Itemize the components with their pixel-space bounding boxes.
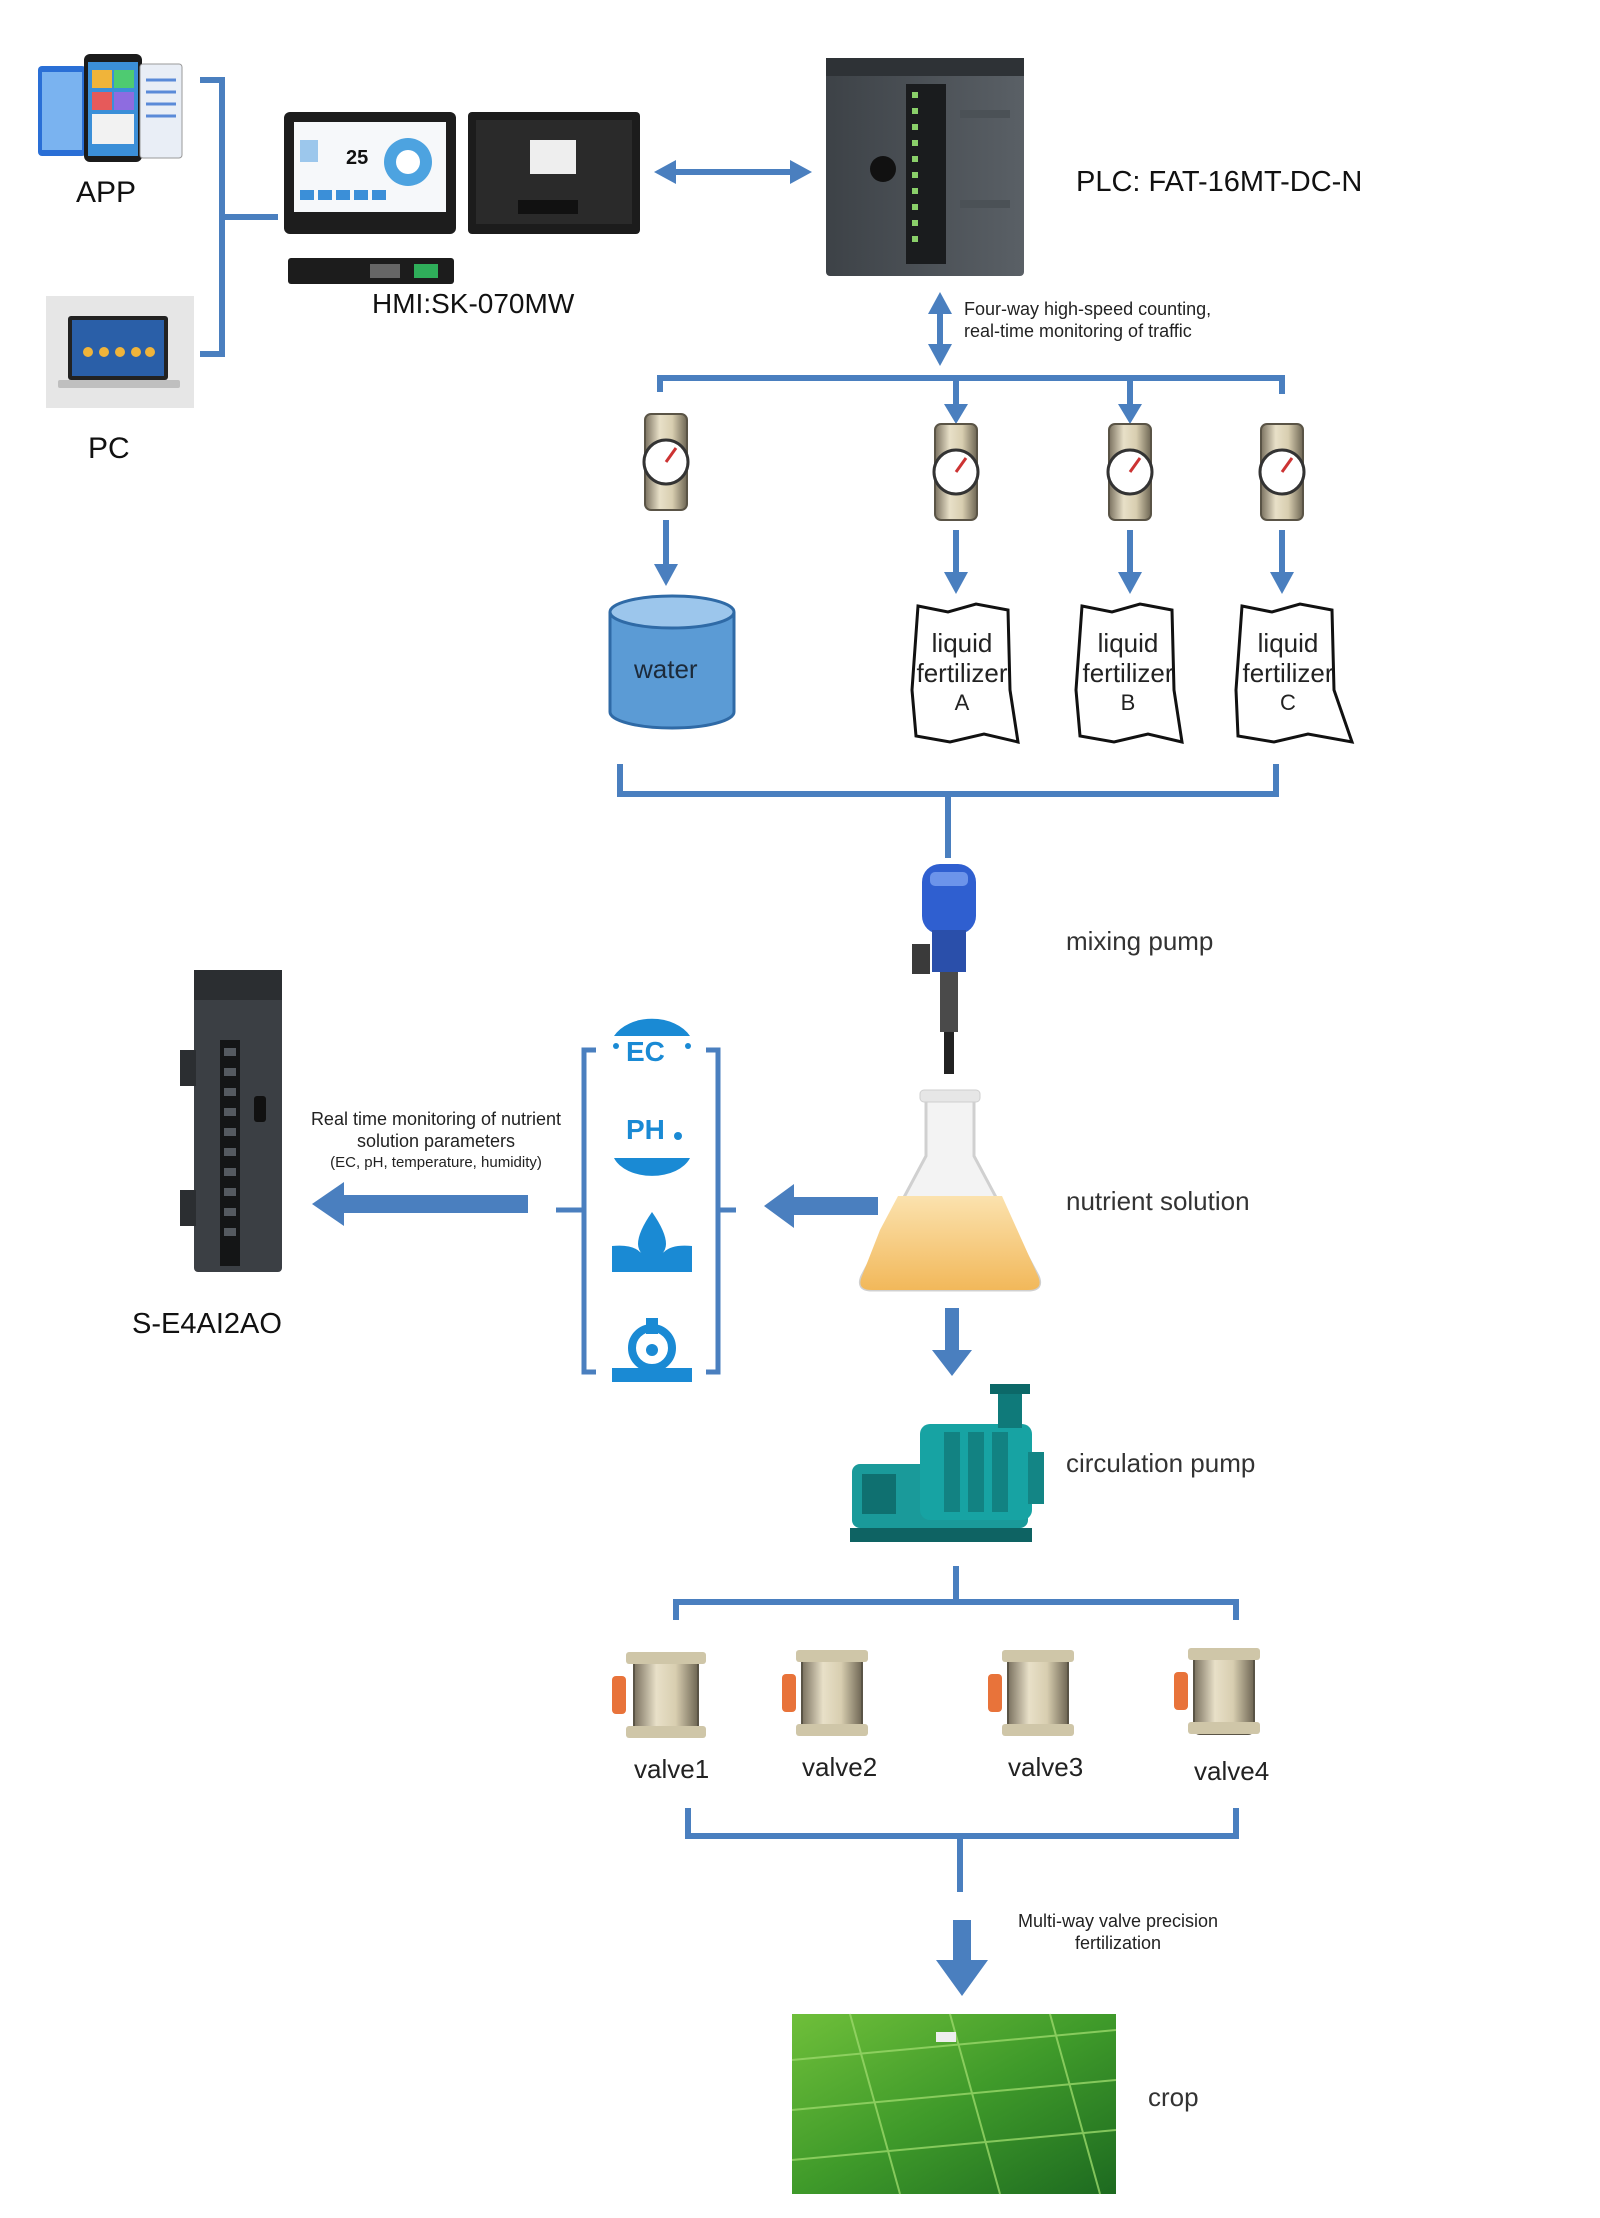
valve-distribution-bus <box>673 1566 1239 1620</box>
hmi-plc-link-arrow <box>654 160 812 184</box>
counting-note-line1: Four-way high-speed counting, <box>964 299 1212 319</box>
pc-label: PC <box>88 432 130 465</box>
nutrient-solution-label: nutrient solution <box>1066 1186 1250 1216</box>
fertilizer-a-label: liquid fertilizer A <box>912 628 1012 718</box>
water-tank-label: water <box>634 654 698 684</box>
counting-note-line2: real-time monitoring of traffic <box>964 321 1192 341</box>
hmi-screen-temp: 25 <box>346 147 368 169</box>
flowmeter-icon <box>642 413 690 511</box>
hmi-back-panel <box>468 112 640 234</box>
valve2-label: valve2 <box>802 1752 878 1782</box>
fertilizer-a-letter: A <box>954 690 970 715</box>
hmi-touchscreen <box>284 112 456 234</box>
monitoring-note: Real time monitoring of nutrient solutio… <box>296 1108 576 1174</box>
ph-sensor-icon <box>614 1132 690 1176</box>
monitoring-note-line2: solution parameters <box>356 1131 516 1151</box>
flowmeter-distribution-bus <box>657 375 1285 394</box>
fertilizer-c-line1: liquid <box>1257 628 1319 658</box>
valve-note-line2: fertilization <box>1074 1933 1162 1953</box>
circulation-pump-label: circulation pump <box>1066 1448 1256 1478</box>
flowmeter-icon <box>1258 423 1306 521</box>
hmi-bottom-view <box>288 258 454 284</box>
valve-note: Multi-way valve precision fertilization <box>1000 1910 1236 1954</box>
fertilizer-b-line1: liquid <box>1097 628 1159 658</box>
mixing-pump-label: mixing pump <box>1066 926 1214 956</box>
app-pc-bracket <box>200 77 278 357</box>
ph-sensor-label: PH <box>626 1114 665 1145</box>
fertilizer-a-line1: liquid <box>931 628 993 658</box>
plc-model-label: PLC: FAT-16MT-DC-N <box>1076 166 1363 198</box>
nutrient-flask-icon <box>858 1089 1042 1292</box>
fertilizer-sack-a <box>910 602 1020 744</box>
counting-note: Four-way high-speed counting, real-time … <box>964 298 1211 342</box>
flowmeter-icon <box>932 423 980 521</box>
valve-crop-arrow <box>936 1920 988 1996</box>
valve4-label: valve4 <box>1194 1756 1270 1786</box>
fertilizer-c-letter: C <box>1280 690 1296 715</box>
pc-laptop-icon <box>46 296 194 408</box>
valve-icon <box>612 1652 706 1738</box>
valve3-label: valve3 <box>1008 1752 1084 1782</box>
fertilizer-b-line2: fertilizer <box>1082 658 1174 688</box>
fertilizer-sack-b <box>1074 602 1184 744</box>
io-module-label: S-E4AI2AO <box>132 1308 282 1340</box>
flask-sensor-arrow <box>764 1184 878 1228</box>
crop-label: crop <box>1148 2082 1199 2112</box>
app-label: APP <box>76 176 137 209</box>
water-tank-icon <box>608 594 736 730</box>
circulation-pump-icon <box>850 1384 1044 1542</box>
valve1-label: valve1 <box>634 1754 710 1784</box>
crop-field-image <box>791 2013 1117 2195</box>
app-icon <box>38 54 183 162</box>
fertilizer-c-label: liquid fertilizer C <box>1236 628 1340 718</box>
meter-tank-arrows <box>654 520 1294 594</box>
ec-sensor-label: EC <box>626 1036 665 1067</box>
valve-icon <box>782 1650 868 1736</box>
valve-note-line1: Multi-way valve precision <box>1017 1911 1219 1931</box>
flowmeter-icon <box>1106 423 1154 521</box>
humidity-sensor-icon <box>612 1318 692 1382</box>
fertilizer-a-line2: fertilizer <box>916 658 1008 688</box>
bus-drop-arrows <box>944 380 1142 424</box>
fertilizer-b-letter: B <box>1120 690 1136 715</box>
fertilizer-b-label: liquid fertilizer B <box>1076 628 1180 718</box>
fertilizer-c-line2: fertilizer <box>1242 658 1334 688</box>
flask-pump-arrow <box>932 1308 972 1376</box>
io-module-device <box>180 970 282 1272</box>
monitoring-note-line1: Real time monitoring of nutrient <box>310 1109 562 1129</box>
mixing-pump-icon <box>912 864 976 1074</box>
sensor-group-bracket <box>556 1047 736 1375</box>
valve-collection-bracket <box>685 1808 1239 1892</box>
valve-icon <box>988 1650 1074 1736</box>
valve-icon <box>1174 1648 1260 1735</box>
temperature-drop-icon <box>612 1212 692 1272</box>
plc-flowmeter-arrow <box>928 292 952 366</box>
monitoring-note-line3: (EC, pH, temperature, humidity) <box>330 1154 542 1171</box>
hmi-model-label: HMI:SK-070MW <box>372 288 575 319</box>
sensor-io-arrow <box>312 1182 528 1226</box>
ec-sensor-icon <box>613 1018 691 1049</box>
fertilizer-sack-c <box>1234 602 1355 744</box>
plc-controller <box>826 58 1024 276</box>
tank-collection-bracket <box>617 764 1279 858</box>
